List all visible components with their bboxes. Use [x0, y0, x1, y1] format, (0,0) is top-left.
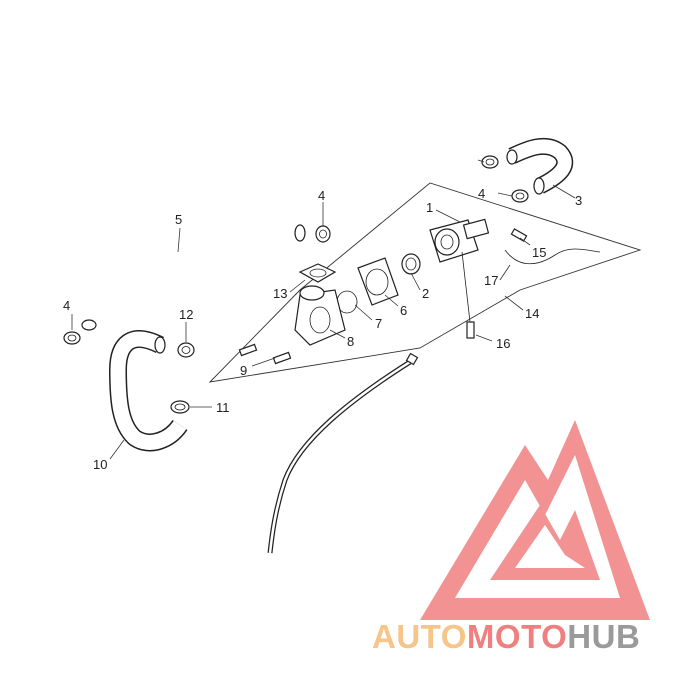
brand-wordmark: AUTOMOTOHUB [372, 618, 640, 655]
clamp-4-left [63, 331, 81, 345]
wire-17 [504, 248, 601, 265]
callout-4-left: 4 [63, 298, 70, 313]
clamp-4-center [315, 225, 331, 243]
cap-13 [298, 263, 337, 283]
screw-9-a [238, 343, 258, 357]
brand-auto: AUTO [372, 618, 467, 655]
leader-lines [71, 159, 576, 460]
clamp-4-upper-right [481, 155, 499, 169]
callout-6: 6 [400, 303, 407, 318]
overflow-pipe [267, 359, 412, 554]
callout-4-upper-right: 4 [478, 186, 485, 201]
callout-5: 5 [175, 212, 182, 227]
hose-10 [108, 330, 188, 452]
screw-9-b [272, 351, 292, 365]
clamp-11 [170, 400, 190, 414]
callout-3: 3 [575, 193, 582, 208]
brand-logo [420, 420, 650, 620]
brand-moto: MOTO [467, 618, 567, 655]
callout-16: 16 [496, 336, 510, 351]
thermostat-housing-1 [429, 218, 490, 263]
clamp-4-right [511, 189, 529, 203]
bolt-15 [510, 228, 528, 242]
callout-17: 17 [484, 273, 498, 288]
thermostat-2 [401, 253, 421, 275]
logo-triangle-hole [515, 525, 585, 568]
callout-10: 10 [93, 457, 107, 472]
callout-13: 13 [273, 286, 287, 301]
sensor-16 [461, 251, 475, 339]
callout-14: 14 [525, 306, 539, 321]
pipe-clip [405, 352, 419, 366]
callout-7: 7 [375, 316, 382, 331]
callout-15: 15 [532, 245, 546, 260]
clamp-12 [177, 342, 195, 358]
callout-1: 1 [426, 200, 433, 215]
callout-2: 2 [422, 286, 429, 301]
callouts: 1 2 3 4 4 4 5 6 7 8 9 10 11 12 13 14 15 … [63, 186, 582, 472]
flange-6 [357, 257, 399, 306]
callout-12: 12 [179, 307, 193, 322]
hose-3 [506, 137, 574, 195]
water-pipe-8 [294, 285, 346, 346]
callout-11: 11 [216, 400, 230, 415]
callout-8: 8 [347, 334, 354, 349]
hose-5 [80, 220, 306, 331]
brand-hub: HUB [567, 618, 640, 655]
assembly-frame [208, 182, 642, 383]
callout-9: 9 [240, 363, 247, 378]
callout-4-center: 4 [318, 188, 325, 203]
